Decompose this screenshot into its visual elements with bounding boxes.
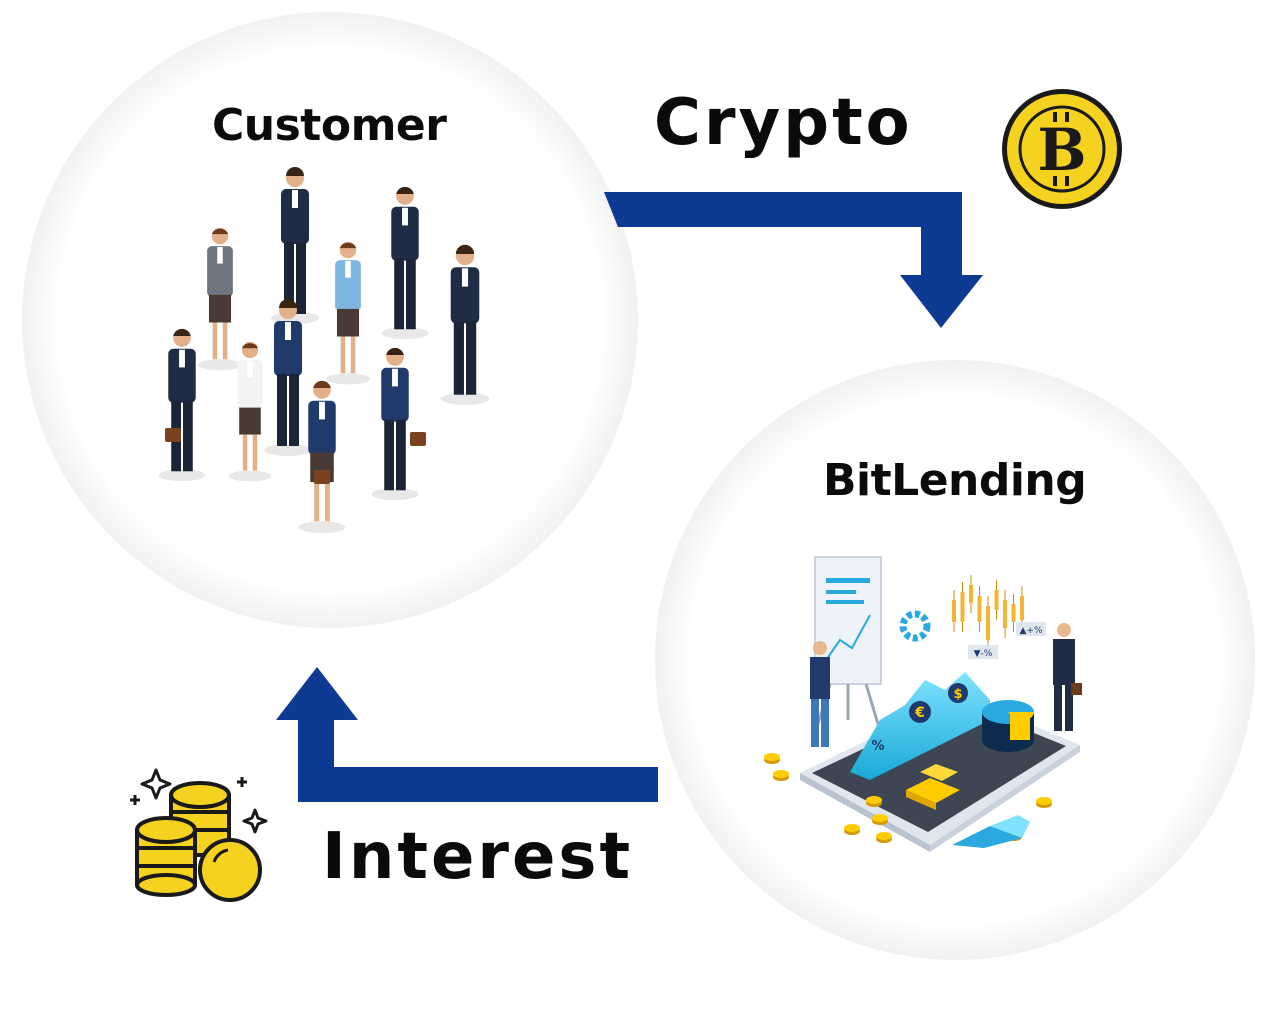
coin [876,832,892,840]
svg-text:B: B [1037,116,1086,184]
person-figure [440,244,490,405]
customer-group-illustration [158,167,490,534]
bitcoin-coin-icon: B [1002,89,1122,209]
candle [994,590,999,610]
person-figure [325,241,371,385]
person-figure [271,167,319,324]
crypto-flow-arrow [604,192,983,328]
lending-platform-illustration: € $ % ▲+% ▼-% [764,556,1082,852]
candle [960,592,965,622]
briefcase [165,428,181,442]
candle [1003,600,1007,628]
interest-flow-arrow [276,667,658,802]
candle [952,600,956,622]
coin [764,753,780,761]
svg-text:▼-%: ▼-% [974,649,993,659]
candle [977,596,982,622]
coin [1036,797,1052,805]
coin [844,824,860,832]
bitlending-bubble [655,360,1255,960]
candle [986,606,990,640]
person-figure [228,341,272,482]
customer-node-label: Customer [212,100,447,151]
crypto-flow-label: Crypto [654,86,913,160]
person-figure [371,347,419,501]
svg-text:▲+%: ▲+% [1019,626,1042,636]
svg-text:%: % [871,739,884,754]
bitlending-node-label: BitLending [823,455,1087,506]
svg-text:$: $ [953,687,962,702]
person-figure [264,299,312,456]
coin [773,770,789,778]
briefcase [314,470,330,484]
briefcase [410,432,426,446]
candle [969,585,973,603]
coin [866,796,882,804]
person-figure [197,227,243,371]
coin [872,814,888,822]
candle [1020,596,1024,620]
svg-text:€: € [914,705,925,721]
person-figure [381,186,429,340]
interest-flow-label: Interest [322,820,634,894]
coin-stack-icon [130,768,268,902]
candle [1011,604,1016,622]
